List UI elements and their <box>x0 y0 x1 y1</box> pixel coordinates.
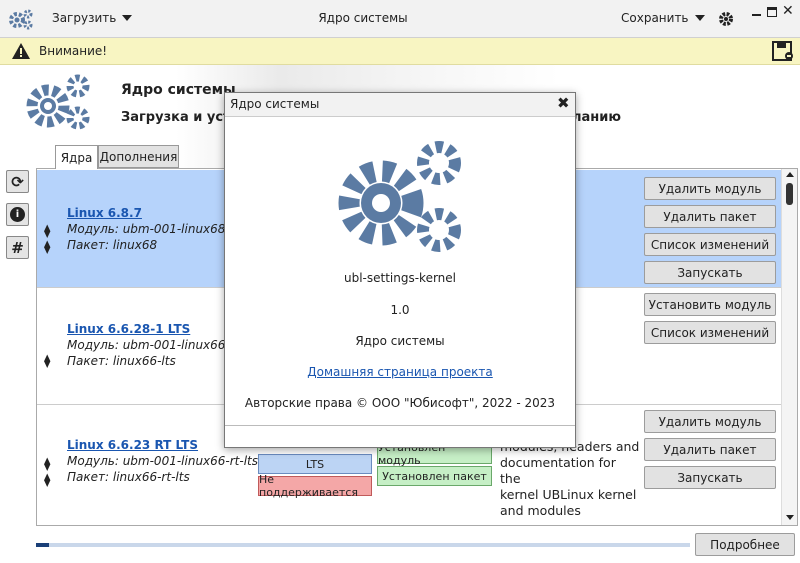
warning-icon <box>11 42 31 63</box>
info-icon: i <box>10 207 25 222</box>
install-module-button[interactable]: Установить модуль <box>644 293 776 316</box>
scroll-down-icon[interactable] <box>786 515 794 520</box>
remove-package-button[interactable]: Удалить пакет <box>644 438 776 461</box>
dropbox-icon: ⧫ <box>44 224 51 239</box>
dialog-app-name: ubl-settings-kernel <box>343 271 457 285</box>
installed-package-badge: Установлен пакет <box>377 466 492 486</box>
progress-bar <box>36 543 690 547</box>
dialog-close-icon[interactable]: ✖ <box>557 94 570 112</box>
dialog-copyright: Авторские права © ООО "Юбисофт", 2022 - … <box>244 396 556 410</box>
info-button[interactable]: i <box>6 203 29 226</box>
header-subtitle-tail: ланию <box>572 110 622 125</box>
dialog-gears-icon <box>333 135 467 260</box>
window-title: Ядро системы <box>318 11 408 25</box>
dialog-titlebar: Ядро системы ✖ <box>225 93 575 117</box>
changelog-button[interactable]: Список изменений <box>644 321 776 344</box>
kernel-package: Пакет: linux68 <box>67 238 158 252</box>
chevron-down-icon <box>122 15 133 21</box>
refresh-icon: ⟳ <box>11 172 24 191</box>
scrollbar-thumb[interactable] <box>786 183 793 205</box>
hash-button[interactable]: # <box>6 236 29 259</box>
remove-module-button[interactable]: Удалить модуль <box>644 410 776 433</box>
launch-button[interactable]: Запускать <box>644 466 776 489</box>
app-gear-icon <box>8 8 34 33</box>
kernel-package: Пакет: linux66-rt-lts <box>67 470 190 484</box>
load-menu-button[interactable]: Загрузить <box>52 11 133 25</box>
dialog-homepage-link[interactable]: Домашняя страница проекта <box>307 365 493 379</box>
title-bar: Загрузить Ядро системы Сохранить ✕ <box>0 0 800 38</box>
desc-line: and modules <box>500 503 581 518</box>
details-button[interactable]: Подробнее <box>695 533 795 556</box>
list-item[interactable]: ⧫ ⧫ Linux 6.6.23 RT LTS Модуль: ubm-001-… <box>37 405 781 525</box>
dropbox-icon: ⧫ <box>44 240 51 255</box>
dialog-title: Ядро системы <box>230 97 320 111</box>
dialog-version: 1.0 <box>390 303 410 317</box>
chevron-down-icon <box>694 15 705 21</box>
dropbox-icon: ⧫ <box>44 354 51 369</box>
desc-line: documentation for the <box>500 455 616 486</box>
dialog-description: Ядро системы <box>355 334 445 348</box>
remove-module-button[interactable]: Удалить модуль <box>644 177 776 200</box>
header-gears-icon <box>24 72 94 137</box>
lts-badge: LTS <box>258 454 372 474</box>
refresh-button[interactable]: ⟳ <box>6 170 29 193</box>
kernel-module: Модуль: ubm-001-linux68 <box>67 222 226 236</box>
load-menu-label: Загрузить <box>52 11 117 25</box>
warning-text: Внимание! <box>39 44 108 58</box>
progress-fill <box>36 543 50 547</box>
about-dialog: Ядро системы ✖ ubl-settings-kernel 1.0 Я… <box>224 92 576 448</box>
scroll-up-icon[interactable] <box>786 172 794 177</box>
kernel-name[interactable]: Linux 6.6.28-1 LTS <box>67 322 191 336</box>
kernel-package: Пакет: linux66-lts <box>67 354 176 368</box>
launch-button[interactable]: Запускать <box>644 261 776 284</box>
save-disk-icon[interactable] <box>772 41 794 65</box>
remove-package-button[interactable]: Удалить пакет <box>644 205 776 228</box>
dropbox-icon: ⧫ <box>44 473 51 488</box>
kernel-name[interactable]: Linux 6.6.23 RT LTS <box>67 438 199 452</box>
hash-icon: # <box>11 238 24 257</box>
changelog-button[interactable]: Список изменений <box>644 233 776 256</box>
close-icon[interactable]: ✕ <box>782 3 794 19</box>
maximize-icon[interactable] <box>767 7 777 17</box>
kernel-module: Модуль: ubm-001-linux66-l <box>67 338 234 352</box>
header-subtitle: Загрузка и уста <box>121 110 240 125</box>
dialog-divider <box>225 425 575 426</box>
desc-line: kernel UBLinux kernel <box>500 487 637 502</box>
kernel-module: Модуль: ubm-001-linux66-rt-lts <box>67 454 259 468</box>
tab-additions[interactable]: Дополнения <box>98 145 179 168</box>
dropbox-icon: ⧫ <box>44 457 51 472</box>
unsupported-badge: Не поддерживается <box>258 473 372 499</box>
header-title: Ядро системы <box>121 82 236 98</box>
warning-bar: Внимание! <box>0 38 800 65</box>
list-item[interactable]: ⧫ Linux 6.6.28-1 LTS Модуль: ubm-001-lin… <box>37 288 781 404</box>
kernel-name[interactable]: Linux 6.8.7 <box>67 206 142 220</box>
minimize-icon[interactable] <box>752 14 761 16</box>
save-menu-label: Сохранить <box>621 11 689 25</box>
tab-kernels[interactable]: Ядра <box>55 145 98 169</box>
scrollbar[interactable] <box>781 169 797 525</box>
save-menu-button[interactable]: Сохранить <box>621 11 705 25</box>
settings-gear-icon[interactable] <box>718 11 734 30</box>
